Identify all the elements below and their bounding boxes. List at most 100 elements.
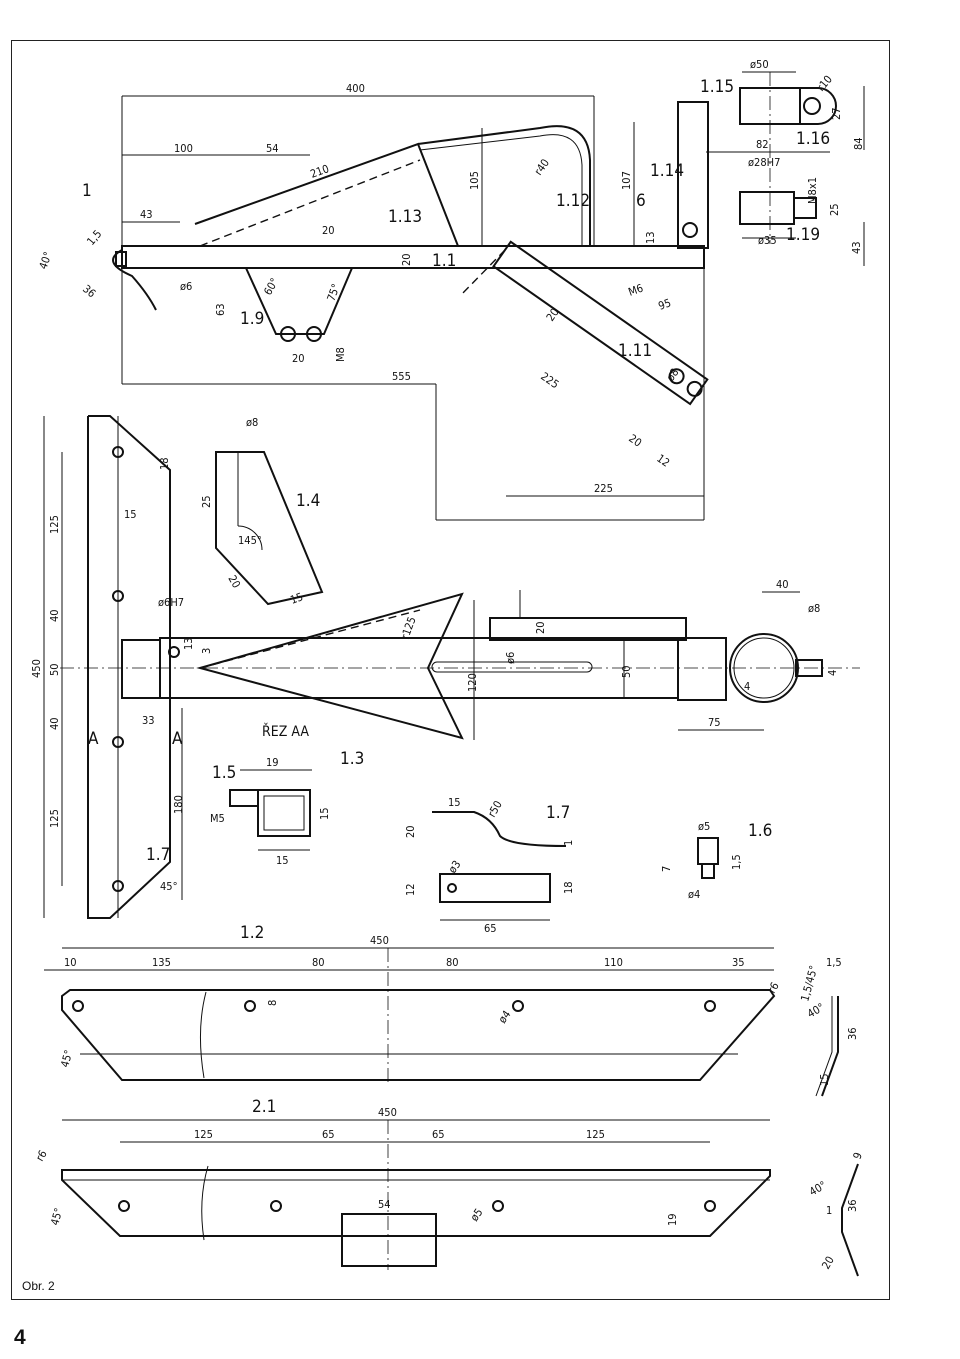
dim-r40: r40 [532,157,552,178]
label-1-9: 1.9 [240,309,264,329]
label-1-14: 1.14 [650,161,684,181]
dim-18: 18 [158,457,171,470]
dim-1-2-110: 110 [604,956,623,969]
bar-2-1-hole-4 [704,1200,716,1212]
upright-hole [682,222,698,238]
dim-40-bottom: 40 [48,717,61,730]
dim-8-arm: ø8 [664,366,682,384]
strut-hidden-line [199,159,421,247]
dim-43: 43 [140,208,153,221]
label-1-6: 1.6 [748,821,772,841]
dim-82: 82 [756,138,769,151]
dim-20-angle: 20 [322,224,335,237]
blade-hidden [199,609,421,669]
label-1-7-side: 1.7 [146,845,170,865]
dim-27: 27 [830,107,843,120]
part-1-19 [739,191,795,225]
dim-5-pin: ø5 [698,820,710,833]
dim-1-2-1-5-45: 1,5/45° [798,964,820,1003]
dim-m8: M8 [334,347,347,362]
label-1-13: 1.13 [388,207,422,227]
tube-section-1-3 [257,789,311,837]
assembly-1 [112,71,865,521]
dim-45deg: 45° [160,880,178,893]
arm-hidden [459,249,506,297]
dim-6-slot: ø6 [504,652,517,664]
dim-19: 19 [266,756,279,769]
dim-1-2-r6: r6 [765,980,781,995]
dim-2-1-45deg: 45° [48,1206,65,1226]
dim-105: 105 [468,171,481,190]
pin-1-6-head [697,837,719,865]
angle-145 [237,525,263,551]
dim-40-top: 40 [48,609,61,622]
dim-145deg: 145° [238,534,262,547]
dim-25-p14: 25 [200,495,213,508]
dim-95: 95 [657,296,673,313]
dim-33: 33 [142,714,155,727]
hook-tip [115,251,127,267]
label-1-1: 1.1 [432,251,456,271]
label-1-11: 1.11 [618,341,652,361]
bolt-right [306,326,322,342]
spring-1-7 [432,811,567,847]
crossbar-side [87,415,171,919]
dim-1-2-80a: 80 [312,956,325,969]
dim-1-2-40deg: 40° [805,1001,827,1021]
dim-20-arm: 20 [544,306,562,324]
dim-1-2-450: 450 [370,934,389,947]
bar-2-1-tab [341,1213,437,1267]
label-1-7: 1.7 [546,803,570,823]
dim-8-clamp: ø8 [808,602,820,615]
clamp-ear [795,659,823,677]
section-label-rez: ŘEZ AA [262,723,309,740]
dim-2-1-36: 36 [846,1199,859,1212]
dim-20-rail: 20 [534,621,547,634]
slot-6 [431,661,593,673]
small-details [229,769,719,921]
bar-2-1-hole-1 [118,1200,130,1212]
dim-1-5: 1,5 [84,228,104,248]
dim-2-1-19: 19 [666,1213,679,1226]
dim-1-2-80b: 80 [446,956,459,969]
dim-100: 100 [174,142,193,155]
dim-54: 54 [266,142,279,155]
bar-1-2-profile [821,996,839,1097]
dim-6: ø6 [180,280,192,293]
label-1-3: 1.3 [340,749,364,769]
dim-75: 75 [708,716,721,729]
dim-36: 36 [80,282,98,300]
dim-2-1-125a: 125 [194,1128,213,1141]
clamp-ring-inner [733,637,795,699]
bar-2-1-break [201,1165,209,1241]
dim-1-2-135: 135 [152,956,171,969]
dim-15-tube-bottom: 15 [276,854,289,867]
dim-225: 225 [594,482,613,495]
spring-1-7-plan [439,873,551,903]
pin-1-6-shank [701,863,715,879]
dim-2-1-65b: 65 [432,1128,445,1141]
dim-75deg: 75° [325,282,343,303]
dim-3: 3 [200,648,213,654]
dim-210: 210 [309,162,331,181]
dim-m6: M6 [627,282,645,299]
drawing-frame [11,40,890,1300]
dim-180: 180 [172,795,185,814]
dim-1-2-10: 10 [64,956,77,969]
section-mark-a-right: A [172,729,183,749]
tube-section-inner [263,795,305,831]
dim-4-pin: ø4 [688,888,700,901]
dim-40deg: 40° [37,250,55,271]
dim-63: 63 [214,303,227,316]
dim-225-arm: 225 [538,370,561,391]
section-mark-a-left: A [88,729,99,749]
dim-555: 555 [392,370,411,383]
socket-block [121,639,161,699]
dim-125-top: 125 [48,515,61,534]
thread-m8x1 [793,197,817,219]
label-2-1: 2.1 [252,1097,276,1117]
hook-left [112,249,157,311]
bar-1-2-hole-3 [512,1000,524,1012]
dim-13-pin: 13 [182,637,195,650]
